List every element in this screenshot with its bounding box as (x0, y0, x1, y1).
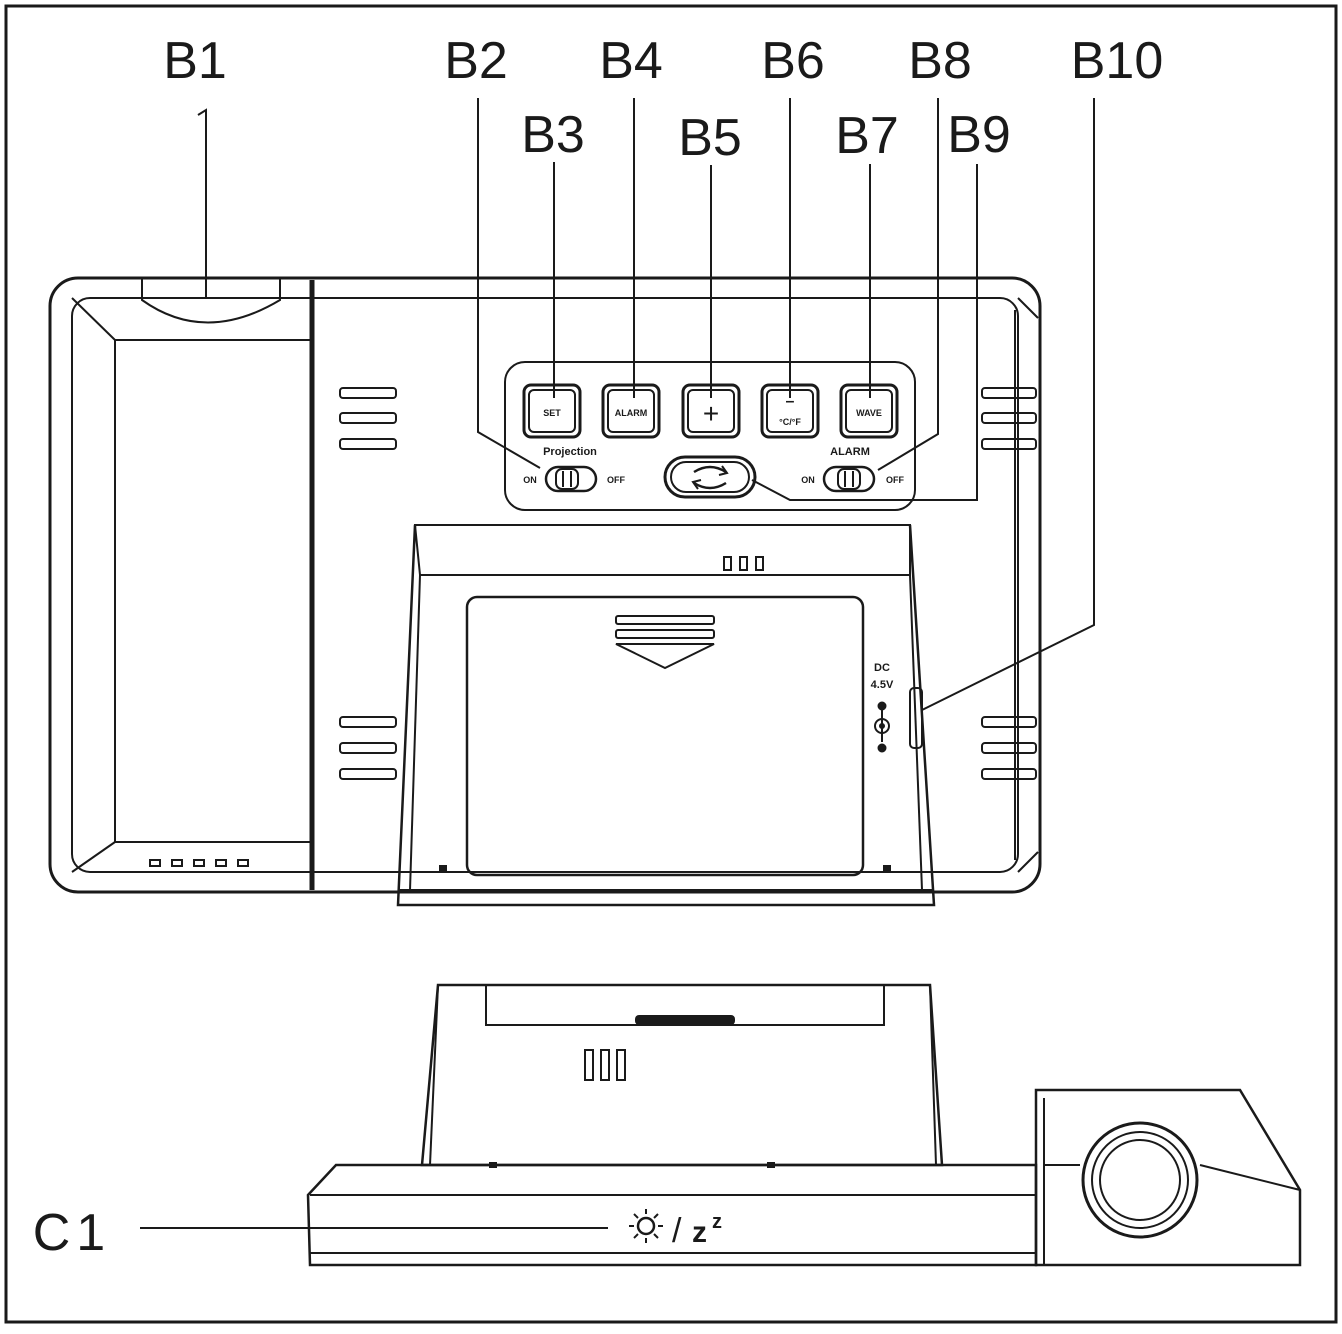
vent-dots-bottom (149, 859, 249, 867)
callout-b10: B10 (1071, 32, 1164, 90)
stand-housing: DC 4.5V (396, 524, 936, 907)
stand-screw (883, 865, 891, 873)
set-button-label: SET (543, 408, 561, 418)
bevel-line (71, 297, 116, 341)
stand-inner-edge (409, 574, 421, 891)
device-side-view: / z z (306, 983, 1302, 1267)
minus-button-label: – (786, 393, 795, 410)
callout-b1: B1 (163, 32, 227, 90)
projector-head (1034, 1088, 1302, 1267)
stand-side-latch (635, 1015, 735, 1025)
stand-side (420, 983, 944, 1167)
callout-labels: B1 B2 B3 B4 B5 B6 B7 B8 B9 B10 C1 (33, 32, 1164, 1262)
unit-button-label: °C/°F (779, 417, 801, 427)
callout-b3: B3 (521, 106, 585, 164)
stand-top (413, 524, 911, 576)
sun-icon (629, 1209, 663, 1243)
projection-switch[interactable] (544, 465, 598, 493)
projection-off-label: OFF (607, 475, 625, 485)
plus-button-label: + (703, 398, 719, 429)
battery-cover[interactable] (465, 595, 865, 877)
alarm-off-label: OFF (886, 475, 904, 485)
symbol-slash: / (672, 1212, 682, 1250)
dc-label: DC (874, 662, 890, 674)
stand-side-edge (929, 984, 937, 1166)
stand-outline (396, 524, 936, 907)
callout-b5: B5 (678, 109, 742, 167)
stand-side-edge (429, 984, 439, 1166)
leader-lines (140, 98, 1095, 1229)
projector-panel (114, 339, 312, 843)
set-button[interactable]: SET (522, 383, 582, 439)
stand-inner-edge (909, 574, 923, 891)
callout-b7: B7 (835, 107, 899, 165)
bevel-line (71, 841, 116, 873)
callout-c1: C1 (33, 1204, 111, 1262)
alarm-button-label: ALARM (615, 408, 648, 418)
alarm-button[interactable]: ALARM (601, 383, 661, 439)
projector-lens-top (141, 278, 281, 324)
projection-label: Projection (543, 446, 597, 458)
snooze-light-button[interactable]: / z z (629, 1209, 722, 1250)
snooze-z-superscript: z (712, 1211, 722, 1233)
dc-jack-port[interactable] (909, 687, 923, 749)
rotate-button[interactable] (663, 455, 757, 499)
alarm-switch[interactable] (822, 465, 876, 493)
vent-slots (339, 387, 1037, 780)
dc-voltage-label: 4.5V (871, 679, 894, 691)
snooze-z: z (692, 1216, 707, 1249)
callout-b4: B4 (599, 32, 663, 90)
rotate-arrows-icon (691, 465, 729, 490)
wave-button-label: WAVE (856, 408, 882, 418)
leader-b1 (197, 108, 207, 298)
callout-b9: B9 (947, 106, 1011, 164)
leader-b10 (921, 98, 1095, 711)
callout-b6: B6 (761, 32, 825, 90)
callout-b2: B2 (444, 32, 508, 90)
device-back-view: SET ALARM + – °C/°F WAVE (48, 276, 1042, 907)
leader-b9 (751, 164, 978, 501)
bevel-line (1017, 851, 1039, 873)
leader-b2 (477, 98, 541, 469)
device-body-inner (71, 297, 1019, 873)
projection-on-label: ON (523, 475, 537, 485)
battery-cover-latch[interactable] (615, 615, 715, 670)
stand-screw (439, 865, 447, 873)
alarm-switch-label: ALARM (830, 446, 870, 458)
polarity-icon (874, 701, 890, 753)
stand-side-vents (584, 1049, 626, 1081)
bevel-line (1017, 297, 1039, 319)
device-body (48, 276, 1042, 894)
projector-column (71, 278, 315, 890)
projector-lens (1081, 1121, 1199, 1239)
leader-b8 (877, 98, 939, 471)
callout-b8: B8 (908, 32, 972, 90)
stand-vent-slots (723, 556, 764, 571)
figure-border (4, 4, 1338, 1324)
alarm-on-label: ON (801, 475, 815, 485)
